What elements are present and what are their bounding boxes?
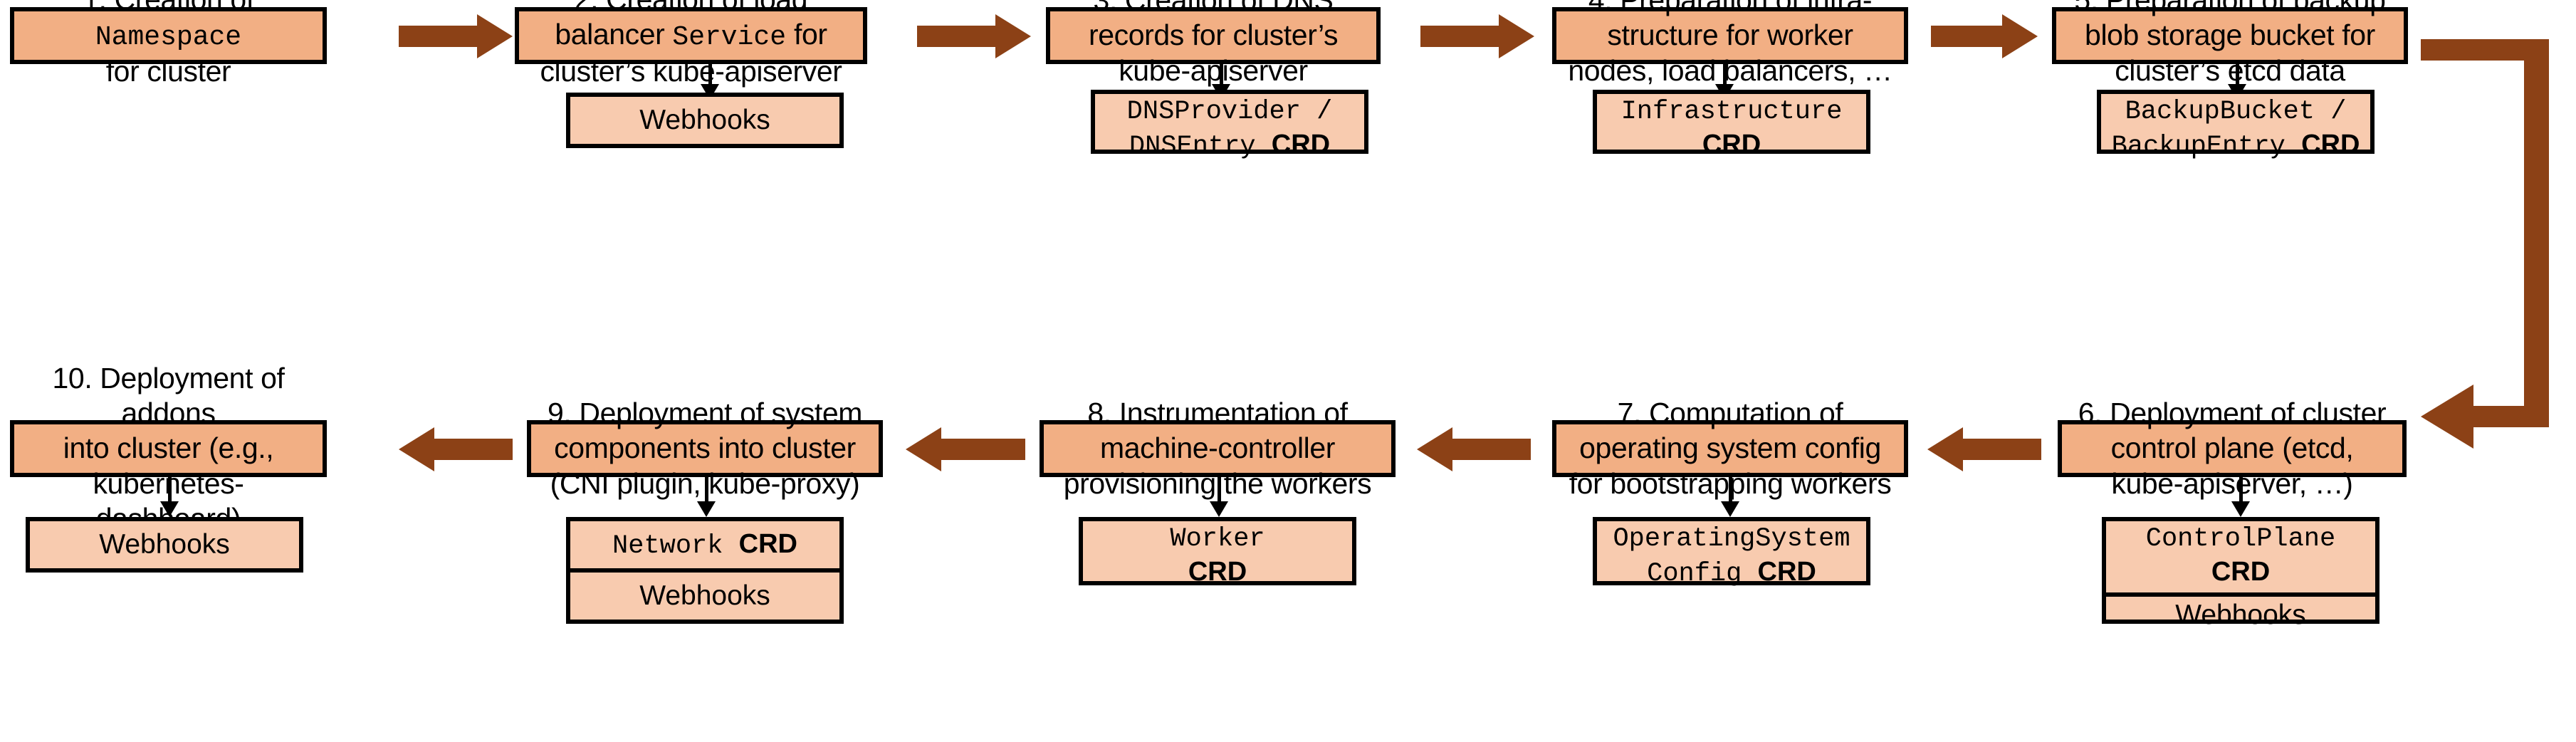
step-label-3: 3. Creation of DNS records for cluster’s… [1088,0,1339,87]
artifact-text: Webhooks [639,580,770,611]
artifact-text: Webhooks [99,528,230,560]
arrow-right-3-to-4 [1420,14,1534,58]
step-box-6[interactable]: 6. Deployment of cluster control plane (… [2058,397,2407,500]
arrow-left-6-to-7 [1927,427,2041,471]
step-label-4: 4. Preparation of infra- structure for w… [1568,0,1892,87]
artifact-cell-webhooks: Webhooks [30,521,299,568]
artifact-box-step3[interactable]: DNSProvider /DNSEntry CRD [1091,90,1368,162]
step-box-10[interactable]: 10. Deployment of addons into cluster (e… [10,362,327,535]
artifact-cell-crd: Network CRD [570,521,839,568]
step-box-7[interactable]: 7. Computation of operating system confi… [1552,397,1908,500]
step-box-2[interactable]: 2. Creation of load balancer Service for… [515,0,867,88]
step-label-7: 7. Computation of operating system confi… [1569,397,1892,500]
arrow-left-7-to-8 [1417,427,1531,471]
step-label-2: 2. Creation of load balancer Service for… [540,0,842,88]
arrow-left-8-to-9 [906,427,1025,471]
arrow-left-9-to-10 [399,427,513,471]
artifact-cell-webhooks: Webhooks [2106,592,2375,634]
artifact-text: BackupBucket /BackupEntry CRD [2111,97,2360,162]
arrow-wrap-5-to-6 [2421,39,2576,466]
artifact-box-step6[interactable]: ControlPlane CRD Webhooks [2102,517,2379,630]
artifact-text: DNSProvider /DNSEntry CRD [1126,97,1333,162]
step-box-8[interactable]: 8. Instrumentation of machine-controller… [1040,397,1396,500]
step-label-5: 5. Preparation of backup blob storage bu… [2074,0,2386,87]
step-label-6: 6. Deployment of cluster control plane (… [2078,397,2387,500]
artifact-cell-crd: DNSProvider /DNSEntry CRD [1095,94,1364,165]
artifact-cell-crd: BackupBucket /BackupEntry CRD [2101,94,2370,165]
step-box-1[interactable]: 1. Creation of Namespace for cluster [10,0,327,88]
artifact-cell-webhooks: Webhooks [570,97,839,144]
arrow-right-1-to-2 [399,14,513,58]
artifact-text: Webhooks [639,104,770,135]
artifact-cell-crd: ControlPlane CRD [2106,521,2375,592]
artifact-text: Network CRD [612,528,797,561]
step-box-3[interactable]: 3. Creation of DNS records for cluster’s… [1046,0,1381,87]
artifact-box-step10[interactable]: Webhooks [26,517,303,573]
arrow-right-2-to-3 [917,14,1031,58]
artifact-text: Webhooks [2175,599,2306,630]
step-box-9[interactable]: 9. Deployment of system components into … [527,397,883,500]
artifact-text: ControlPlane CRD [2145,524,2336,587]
step-box-4[interactable]: 4. Preparation of infra- structure for w… [1552,0,1908,87]
arrow-right-4-to-5 [1931,14,2038,58]
artifact-box-step5[interactable]: BackupBucket /BackupEntry CRD [2097,90,2375,162]
artifact-box-step2[interactable]: Webhooks [566,93,844,148]
step-box-5[interactable]: 5. Preparation of backup blob storage bu… [2052,0,2408,87]
artifact-box-step9[interactable]: Network CRD Webhooks [566,517,844,624]
artifact-cell-webhooks: Webhooks [570,568,839,620]
step-label-1: 1. Creation of Namespace for cluster [83,0,254,88]
